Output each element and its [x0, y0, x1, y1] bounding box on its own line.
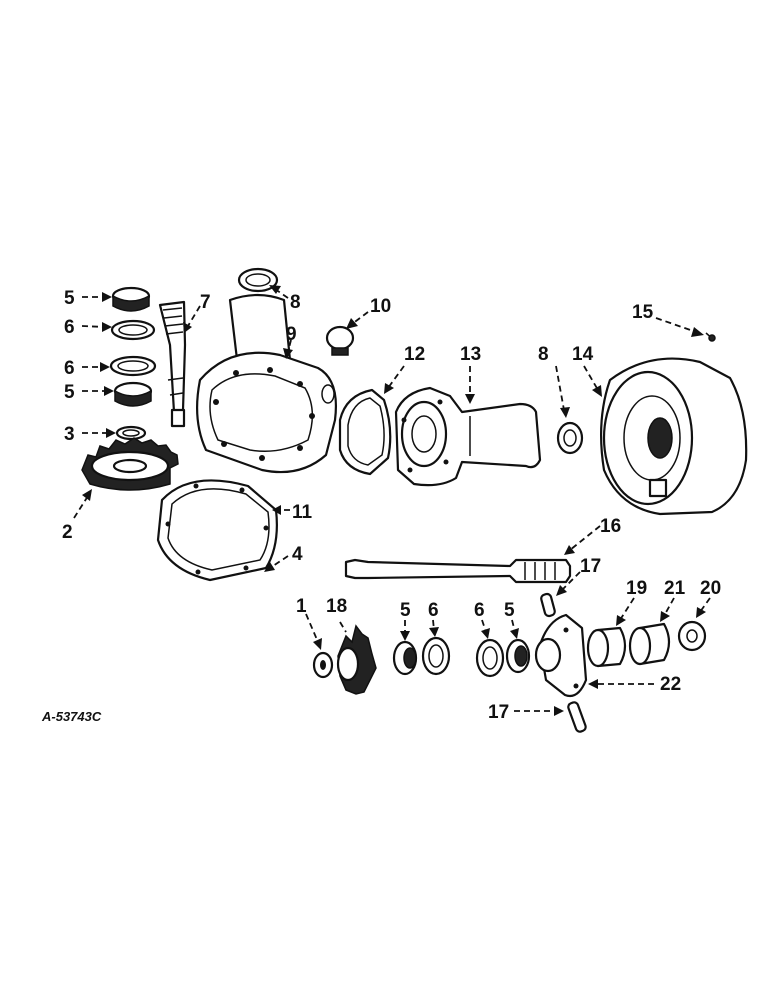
callout-21: 21 [664, 578, 686, 599]
axle-shaft-part-16 [344, 558, 572, 584]
breather-plug-part-10 [325, 325, 355, 356]
screw-part-15 [705, 332, 716, 342]
bearing-cone-part-5-lower-right [505, 638, 531, 674]
callout-10: 10 [370, 296, 391, 317]
washer-part-3 [115, 425, 147, 441]
bevel-gear-part-2 [81, 437, 179, 491]
callout-1: 1 [296, 596, 307, 617]
callout-5-lower-right: 5 [504, 600, 515, 621]
callout-18: 18 [326, 596, 347, 617]
carrier-part-22 [534, 613, 588, 698]
callout-5-lower: 5 [64, 382, 75, 403]
bearing-cup-part-6-lower [109, 355, 157, 377]
callout-19: 19 [626, 578, 647, 599]
callout-8-right: 8 [538, 344, 549, 365]
callout-17-lower: 17 [488, 702, 509, 723]
callout-17-upper: 17 [580, 556, 601, 577]
callout-16: 16 [600, 516, 621, 537]
callout-6-lower-right: 6 [474, 600, 485, 621]
callout-9: 9 [286, 324, 297, 345]
callout-20: 20 [700, 578, 721, 599]
washer-part-20 [677, 620, 707, 652]
bearing-cone-part-5-lower [113, 381, 153, 407]
callout-4: 4 [292, 544, 303, 565]
seal-ring-part-8-top [237, 267, 279, 293]
callout-7: 7 [200, 292, 211, 313]
bearing-cup-part-6-lower-right [475, 638, 505, 678]
callout-labels: 5 6 6 5 3 2 7 8 9 10 12 13 8 14 15 11 4 … [62, 288, 721, 723]
bushing-part-21 [628, 622, 671, 666]
seal-ring-part-8-right [556, 421, 584, 455]
drawing-code: A-53743C [41, 709, 102, 724]
pinion-gear-part-18 [336, 624, 377, 695]
callout-3: 3 [64, 424, 75, 445]
callout-6-upper: 6 [64, 317, 75, 338]
callout-13: 13 [460, 344, 481, 365]
callout-6-lower: 6 [64, 358, 75, 379]
bearing-cup-part-6-upper [110, 319, 156, 341]
axle-housing-part-13 [394, 386, 542, 487]
callout-2: 2 [62, 522, 73, 543]
drum-part-14 [600, 357, 748, 516]
callout-14: 14 [572, 344, 594, 365]
gasket-part-11 [156, 479, 278, 582]
callout-8-top: 8 [290, 292, 301, 313]
leader-lines [73, 285, 711, 716]
bearing-cup-part-6-lower-left [421, 636, 451, 676]
callout-22: 22 [660, 674, 681, 695]
callout-15: 15 [632, 302, 654, 323]
sleeve-part-19 [586, 626, 627, 668]
callout-6-lower-left: 6 [428, 600, 439, 621]
gear-housing-part-9 [196, 293, 337, 474]
pin-part-17-upper [540, 592, 556, 618]
pinion-shaft-part-7 [158, 300, 187, 428]
callout-5-lower-left: 5 [400, 600, 411, 621]
pin-part-17-lower [567, 701, 587, 733]
gasket-part-12 [338, 388, 392, 476]
bearing-cone-part-5-upper [111, 286, 151, 312]
callout-11: 11 [292, 502, 313, 523]
callout-5-upper: 5 [64, 288, 75, 309]
callout-12: 12 [404, 344, 425, 365]
bearing-cone-part-5-lower-left [392, 640, 418, 676]
washer-part-1 [312, 651, 334, 679]
